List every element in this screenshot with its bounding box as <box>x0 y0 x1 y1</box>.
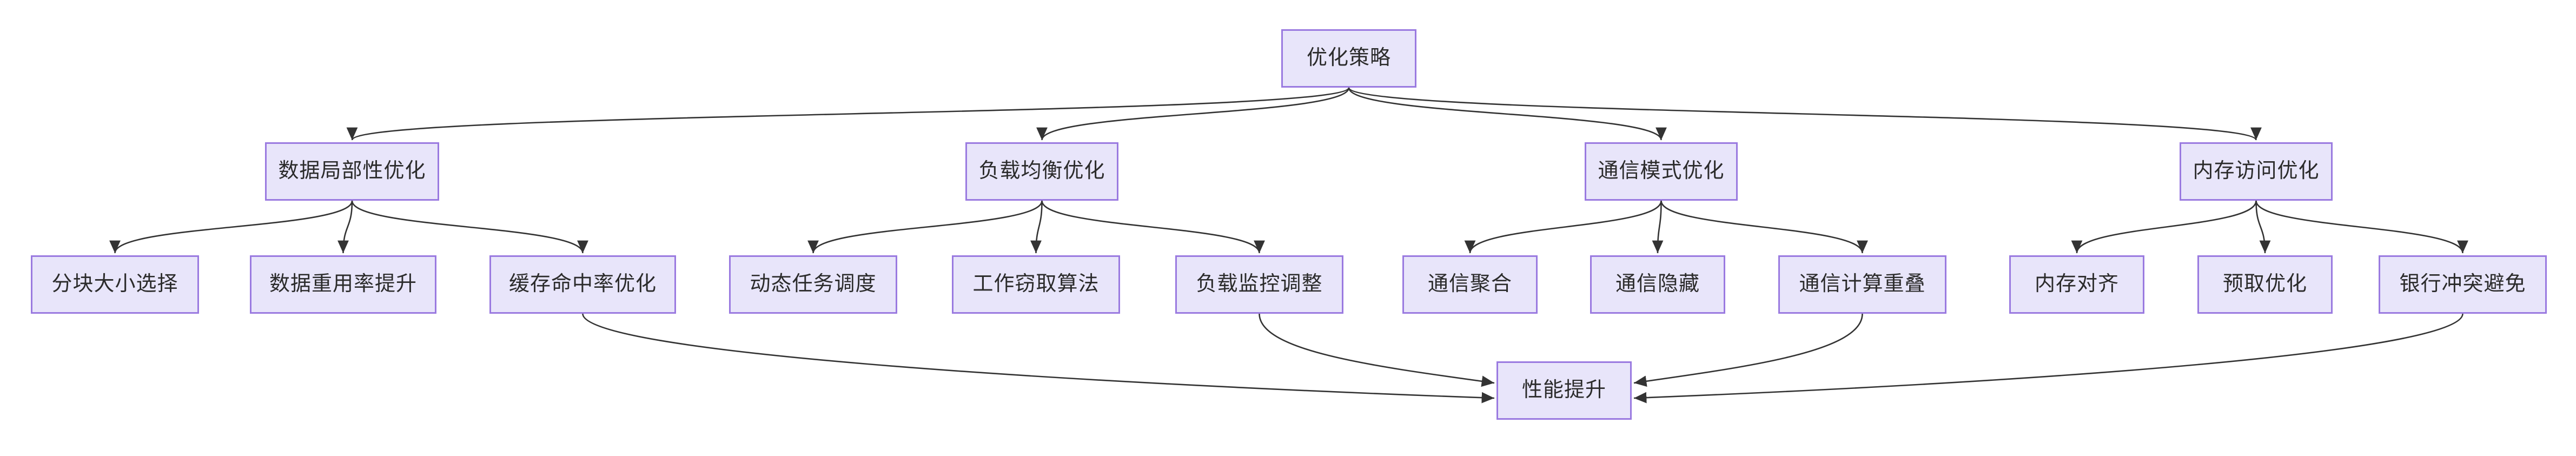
flow-node-label: 动态任务调度 <box>750 273 877 296</box>
edge-l2c-to-n8 <box>1652 200 1664 254</box>
flow-node-l2c[interactable]: 通信模式优化 <box>1585 142 1738 201</box>
edge-n3-to-perf <box>582 313 1495 404</box>
flow-node-label: 数据重用率提升 <box>269 273 417 296</box>
flow-node-n1[interactable]: 分块大小选择 <box>31 255 199 314</box>
flow-node-n9[interactable]: 通信计算重叠 <box>1778 255 1946 314</box>
flow-node-l2d[interactable]: 内存访问优化 <box>2180 142 2333 201</box>
flow-node-n3[interactable]: 缓存命中率优化 <box>489 255 676 314</box>
flow-node-n4[interactable]: 动态任务调度 <box>729 255 897 314</box>
flow-node-label: 工作窃取算法 <box>972 273 1100 296</box>
flow-node-label: 分块大小选择 <box>51 273 178 296</box>
edge-n9-to-perf <box>1633 313 1863 387</box>
edge-root-to-l2a <box>347 87 1350 141</box>
flow-node-n6[interactable]: 负载监控调整 <box>1175 255 1343 314</box>
flow-node-label: 优化策略 <box>1306 47 1391 70</box>
flow-node-n12[interactable]: 银行冲突避免 <box>2379 255 2547 314</box>
flow-node-label: 内存访问优化 <box>2193 160 2320 183</box>
flow-node-perf[interactable]: 性能提升 <box>1496 361 1632 420</box>
flow-node-n11[interactable]: 预取优化 <box>2197 255 2333 314</box>
flow-node-label: 通信计算重叠 <box>1799 273 1926 296</box>
edge-l2a-to-n1 <box>109 200 353 254</box>
edge-l2a-to-n2 <box>337 200 353 254</box>
flow-node-label: 数据局部性优化 <box>278 160 426 183</box>
flow-node-label: 负载均衡优化 <box>978 160 1105 183</box>
flow-node-label: 通信隐藏 <box>1615 273 1700 296</box>
flow-node-root[interactable]: 优化策略 <box>1281 29 1416 88</box>
flow-node-n8[interactable]: 通信隐藏 <box>1590 255 1725 314</box>
edge-l2c-to-n7 <box>1464 200 1662 254</box>
flow-node-label: 性能提升 <box>1521 379 1606 402</box>
flow-node-label: 通信模式优化 <box>1598 160 1725 183</box>
edge-l2b-to-n4 <box>807 200 1043 254</box>
edge-n12-to-perf <box>1633 313 2464 404</box>
edge-root-to-l2d <box>1348 87 2262 141</box>
flow-node-label: 内存对齐 <box>2034 273 2119 296</box>
flow-node-label: 预取优化 <box>2222 273 2307 296</box>
flow-node-n5[interactable]: 工作窃取算法 <box>952 255 1120 314</box>
flow-node-label: 银行冲突避免 <box>2399 273 2526 296</box>
edge-root-to-l2b <box>1036 87 1350 141</box>
flow-node-n2[interactable]: 数据重用率提升 <box>250 255 436 314</box>
flow-node-l2a[interactable]: 数据局部性优化 <box>265 142 439 201</box>
edge-l2a-to-n3 <box>351 200 588 254</box>
edge-l2c-to-n9 <box>1660 200 1868 254</box>
edge-l2d-to-n12 <box>2255 200 2468 254</box>
edge-l2b-to-n6 <box>1041 200 1265 254</box>
edge-root-to-l2c <box>1348 87 1667 141</box>
flow-node-n10[interactable]: 内存对齐 <box>2009 255 2144 314</box>
edge-l2d-to-n10 <box>2071 200 2257 254</box>
flow-node-label: 缓存命中率优化 <box>508 273 657 296</box>
edge-l2b-to-n5 <box>1030 200 1043 254</box>
flow-node-label: 通信聚合 <box>1427 273 1512 296</box>
edge-n6-to-perf <box>1259 313 1495 387</box>
edge-paths <box>109 87 2468 404</box>
flow-node-n7[interactable]: 通信聚合 <box>1402 255 1538 314</box>
edge-l2d-to-n11 <box>2255 200 2271 254</box>
flow-node-label: 负载监控调整 <box>1196 273 1323 296</box>
flow-node-l2b[interactable]: 负载均衡优化 <box>965 142 1118 201</box>
